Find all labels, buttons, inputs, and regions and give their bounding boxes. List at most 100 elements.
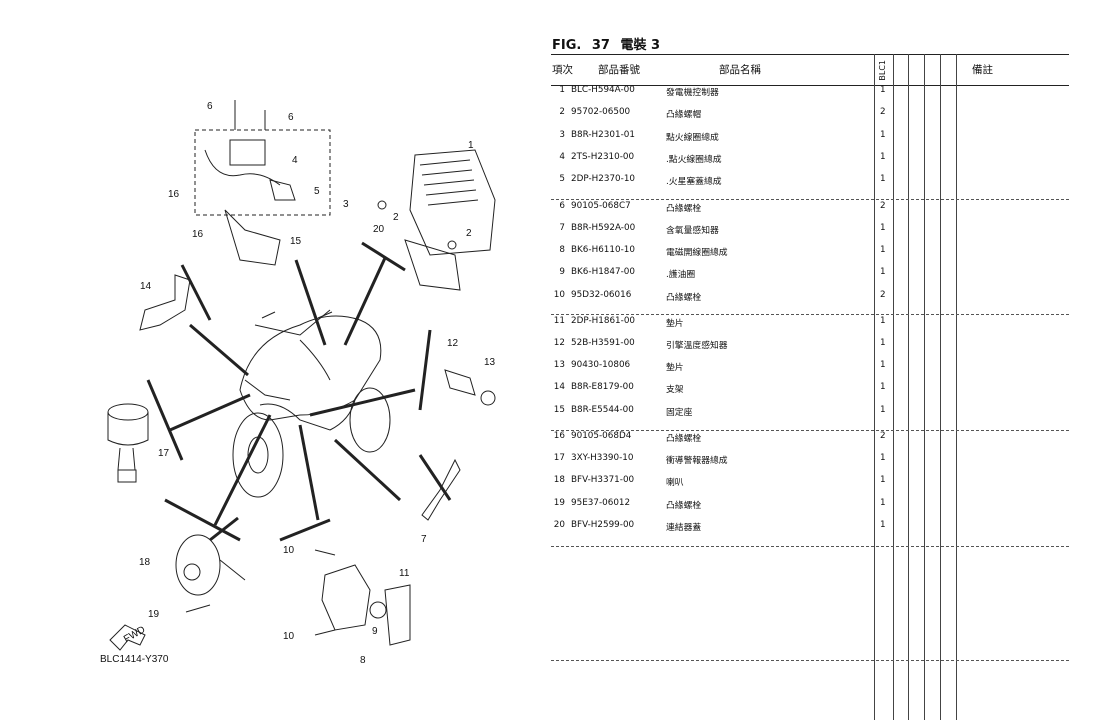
part-name: 支架	[666, 385, 684, 395]
quantity: 1	[880, 520, 886, 530]
horn-part	[175, 534, 246, 613]
item-number: 2	[559, 107, 565, 117]
quantity: 1	[880, 338, 886, 348]
callout: 17	[158, 448, 170, 459]
part-name: 連結器蓋	[666, 523, 702, 533]
fig-title: 電裝 3	[620, 38, 661, 53]
part-name: 發電機控制器	[666, 88, 719, 98]
callout: 2	[466, 228, 472, 239]
column-divider	[940, 54, 941, 720]
item-number: 1	[559, 85, 565, 95]
callout: 10	[283, 545, 295, 556]
diagram-code: BLC1414-Y370	[100, 654, 169, 665]
part-number: 3XY-H3390-10	[571, 453, 634, 463]
part-number: BK6-H6110-10	[571, 245, 635, 255]
scooter-illustration	[232, 309, 391, 498]
part-name: 墊片	[666, 319, 684, 329]
item-number: 5	[559, 174, 565, 184]
figure-header: FIG. 37 電裝 3	[552, 34, 666, 53]
column-divider	[924, 54, 925, 720]
item-number: 20	[553, 520, 565, 530]
callout: 14	[140, 281, 152, 292]
col-remarks: 備註	[972, 64, 993, 76]
item-number: 12	[553, 338, 565, 348]
part-number: B8R-H592A-00	[571, 223, 636, 233]
group-separator	[551, 546, 1069, 547]
part-name: 電磁開線圈總成	[666, 248, 728, 258]
column-divider	[893, 54, 894, 720]
callout: 9	[372, 626, 378, 637]
callout: 19	[148, 609, 160, 620]
part-number: 90430-10806	[571, 360, 631, 370]
item-number: 19	[553, 498, 565, 508]
callout: 15	[290, 236, 302, 247]
callout: 2	[393, 212, 399, 223]
exploded-parts-diagram: 1 2 2 3 4 5 6 6 7 8 9 10 10 11 12 13 14 …	[100, 100, 496, 666]
fwd-arrow-icon	[109, 624, 146, 651]
o2-sensor-part	[421, 458, 461, 521]
column-divider	[908, 54, 909, 720]
part-number: B8R-E8179-00	[571, 382, 634, 392]
callout: 16	[168, 189, 180, 200]
callout: 1	[468, 140, 474, 151]
quantity: 1	[880, 130, 886, 140]
quantity: 2	[880, 431, 886, 441]
fwd-label: FWD	[122, 624, 147, 645]
quantity: 1	[880, 360, 886, 370]
part-number: BLC-H594A-00	[571, 85, 635, 95]
item-number: 3	[559, 130, 565, 140]
col-part-number: 部品番號	[598, 64, 640, 76]
quantity: 1	[880, 316, 886, 326]
quantity: 1	[880, 245, 886, 255]
part-name: .護油圈	[666, 270, 696, 280]
part-number: B8R-E5544-00	[571, 405, 634, 415]
item-number: 4	[559, 152, 565, 162]
group-separator	[551, 430, 1069, 431]
part-name: 凸緣螺栓	[666, 501, 702, 511]
part-row: 4 2TS-H2310-00 .點火線圈總成 1	[551, 152, 891, 172]
item-number: 14	[553, 382, 565, 392]
quantity: 2	[880, 107, 886, 117]
part-number: 90105-068C7	[571, 201, 631, 211]
part-name: 含氧量感知器	[666, 226, 719, 236]
col-item: 項次	[552, 64, 573, 76]
part-number: 95E37-06012	[571, 498, 631, 508]
part-number: 2TS-H2310-00	[571, 152, 635, 162]
part-name: 凸緣螺栓	[666, 434, 702, 444]
callout: 20	[373, 224, 385, 235]
item-number: 13	[553, 360, 565, 370]
ignition-coil-group	[194, 100, 331, 266]
part-number: 52B-H3591-00	[571, 338, 635, 348]
part-name: .點火線圈總成	[666, 155, 722, 165]
item-number: 18	[553, 475, 565, 485]
callout-labels: 1 2 2 3 4 5 6 6 7 8 9 10 10 11 12 13 14 …	[100, 101, 496, 666]
part-number: B8R-H2301-01	[571, 130, 635, 140]
part-name: 喇叭	[666, 478, 684, 488]
callout: 16	[192, 229, 204, 240]
header-rule	[551, 85, 1069, 86]
part-number: BK6-H1847-00	[571, 267, 635, 277]
part-number: 95702-06500	[571, 107, 631, 117]
item-number: 15	[553, 405, 565, 415]
part-number: 90105-068D4	[571, 431, 632, 441]
item-number: 11	[553, 316, 565, 326]
sensor-part	[107, 403, 149, 483]
column-divider	[874, 54, 875, 720]
item-number: 16	[553, 431, 565, 441]
quantity: 1	[880, 267, 886, 277]
quantity: 1	[880, 152, 886, 162]
callout: 6	[288, 112, 294, 123]
top-rule	[551, 54, 1069, 55]
